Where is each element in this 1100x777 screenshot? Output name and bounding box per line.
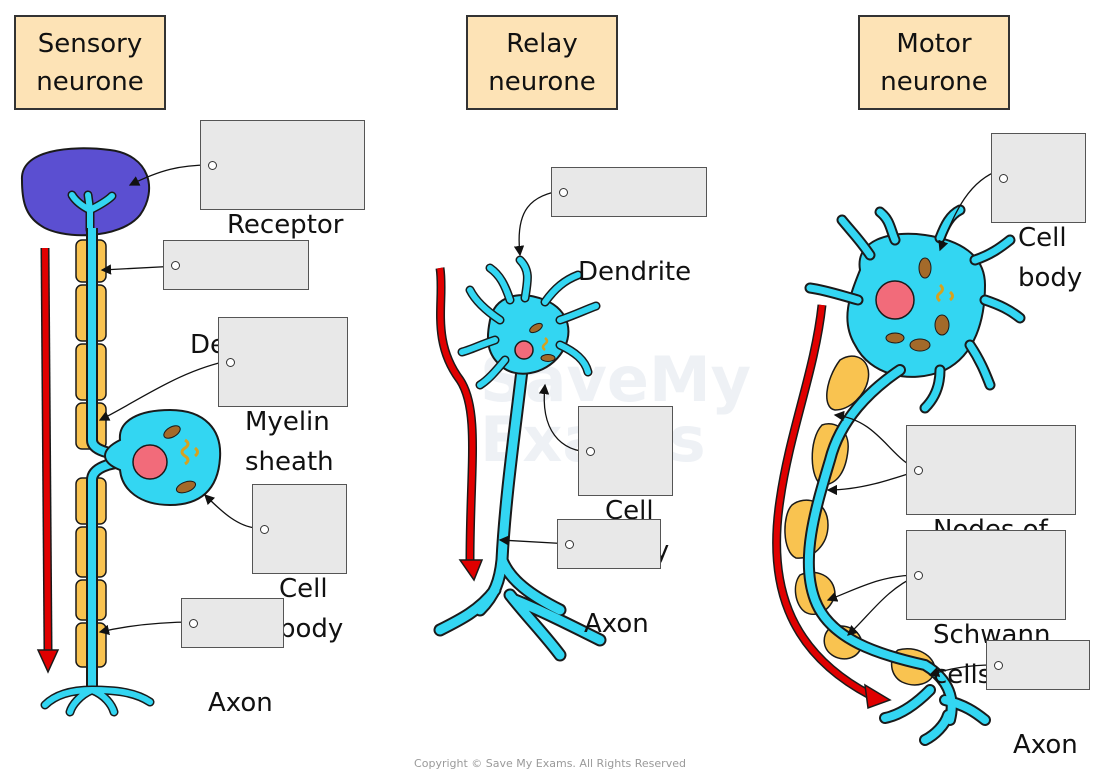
motor-cell-body [846,232,987,378]
label-relay-cell-body: Cell body [578,406,673,566]
label-sensory-axon: Axon [181,598,284,718]
tag-hole-icon [914,466,923,475]
label-text: Axon [584,609,649,639]
tag-hole-icon [586,447,595,456]
relay-impulse-arrow [435,267,477,561]
title-motor-neurone: Motor neurone [858,15,1010,110]
label-text: Cell body [279,574,344,644]
tag-hole-icon [260,525,269,534]
label-text: Axon [1013,730,1078,760]
tag-hole-icon [914,571,923,580]
sensory-nucleus [132,444,168,480]
relay-nucleus [514,340,534,360]
label-motor-axon: Axon [986,640,1090,760]
tag-hole-icon [171,261,180,270]
label-schwann-cells: Schwann cells [906,530,1066,690]
title-relay-neurone: Relay neurone [466,15,618,110]
label-dendron: Dendron [163,240,309,360]
label-sensory-cell-body: Cell body [252,484,347,644]
label-nodes-of-ranvier: Nodes of ranvier [906,425,1076,585]
tag-hole-icon [226,358,235,367]
title-sensory-neurone: Sensory neurone [14,15,166,110]
label-motor-cell-body: Cell body [991,133,1086,293]
label-text: Dendrite [578,257,692,287]
label-receptor-cell: Receptor cell [200,120,365,280]
label-dendrite: Dendrite [551,167,707,287]
relay-neurone [433,255,607,662]
label-myelin-sheath: Myelin sheath [218,317,348,477]
label-text: Myelin sheath [245,407,334,477]
tag-hole-icon [559,188,568,197]
tag-hole-icon [565,540,574,549]
tag-hole-icon [999,174,1008,183]
motor-nucleus [875,280,915,320]
copyright-notice: Copyright © Save My Exams. All Rights Re… [414,757,686,770]
tag-hole-icon [208,161,217,170]
tag-hole-icon [189,619,198,628]
label-text: Cell body [1018,223,1083,293]
sensory-neurone [20,147,222,717]
label-text: Axon [208,688,273,718]
motor-neurone [772,204,1026,746]
label-relay-axon: Axon [557,519,661,639]
tag-hole-icon [994,661,1003,670]
